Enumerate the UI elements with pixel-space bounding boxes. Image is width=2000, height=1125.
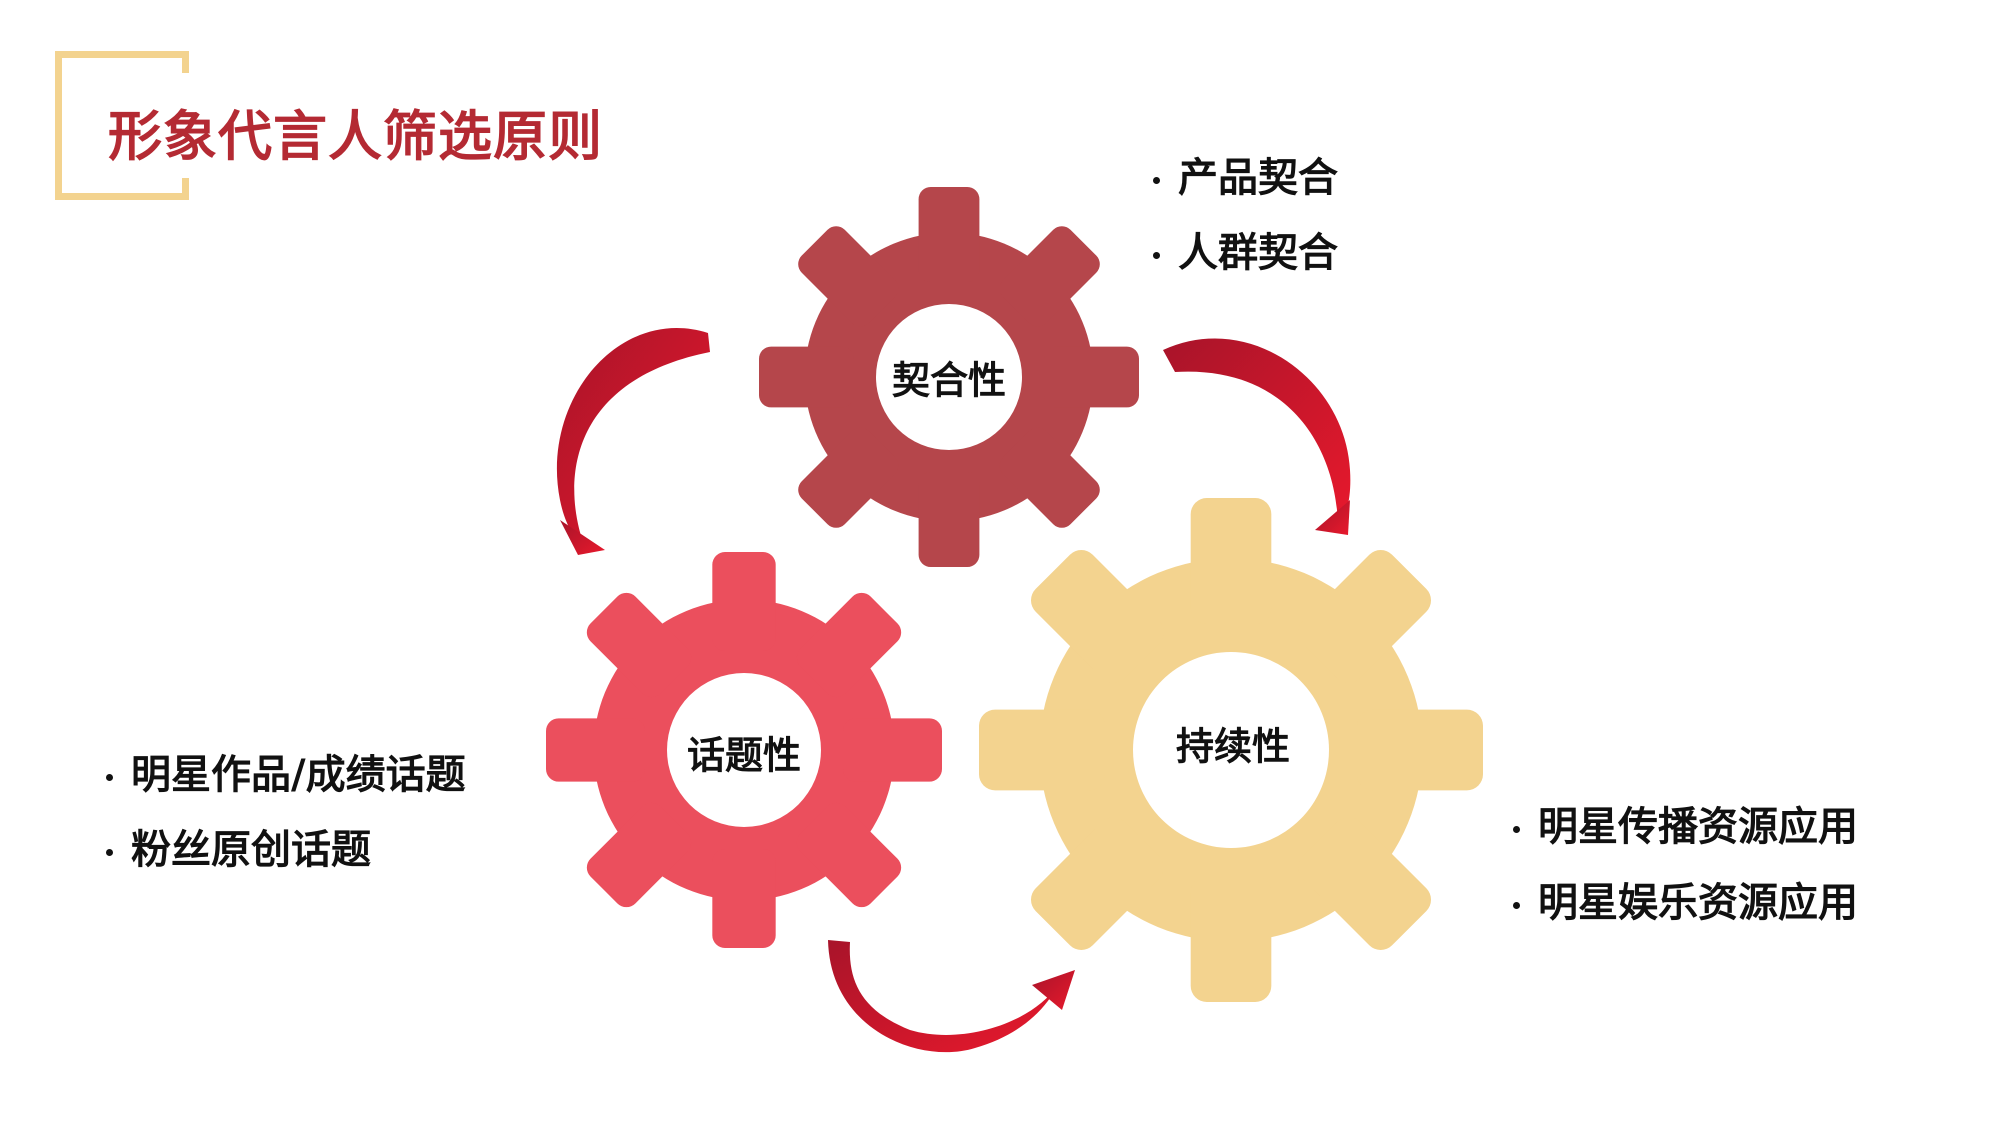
bullet-text: 人群契合 bbox=[1178, 230, 1338, 276]
bullet-item: 明星娱乐资源应用 bbox=[1513, 883, 1858, 923]
arrow-fit-to-topic-icon bbox=[556, 328, 710, 555]
bullet-item: 粉丝原创话题 bbox=[106, 830, 371, 870]
bullet-item: 产品契合 bbox=[1153, 158, 1338, 198]
bullet-item: 人群契合 bbox=[1153, 233, 1338, 273]
bullet-dot-icon bbox=[1153, 176, 1160, 184]
bullet-item: 明星传播资源应用 bbox=[1513, 807, 1858, 847]
title-bracket-decoration bbox=[55, 51, 189, 200]
bullet-text: 产品契合 bbox=[1178, 155, 1338, 201]
page-title: 形象代言人筛选原则 bbox=[108, 105, 603, 168]
bullet-text: 明星作品/成绩话题 bbox=[131, 752, 466, 798]
gear-label-sustain: 持续性 bbox=[1175, 724, 1291, 769]
bullet-text: 明星娱乐资源应用 bbox=[1538, 880, 1858, 926]
bullet-dot-icon bbox=[1513, 901, 1520, 909]
bullet-text: 粉丝原创话题 bbox=[131, 827, 371, 873]
bullet-dot-icon bbox=[106, 773, 113, 781]
arrow-topic-to-sustain-icon bbox=[828, 940, 1075, 1053]
bullet-text: 明星传播资源应用 bbox=[1538, 804, 1858, 850]
gear-sustain-icon bbox=[979, 498, 1483, 1002]
bullet-dot-icon bbox=[106, 848, 113, 856]
arrow-fit-to-sustain-icon bbox=[1163, 338, 1351, 535]
gear-fit-icon bbox=[759, 187, 1139, 567]
bullet-dot-icon bbox=[1153, 251, 1160, 259]
gear-topic-icon bbox=[546, 552, 942, 948]
bullet-dot-icon bbox=[1513, 825, 1520, 833]
bullet-item: 明星作品/成绩话题 bbox=[106, 755, 466, 795]
gear-label-fit: 契合性 bbox=[891, 358, 1007, 403]
gear-label-topic: 话题性 bbox=[686, 733, 802, 778]
